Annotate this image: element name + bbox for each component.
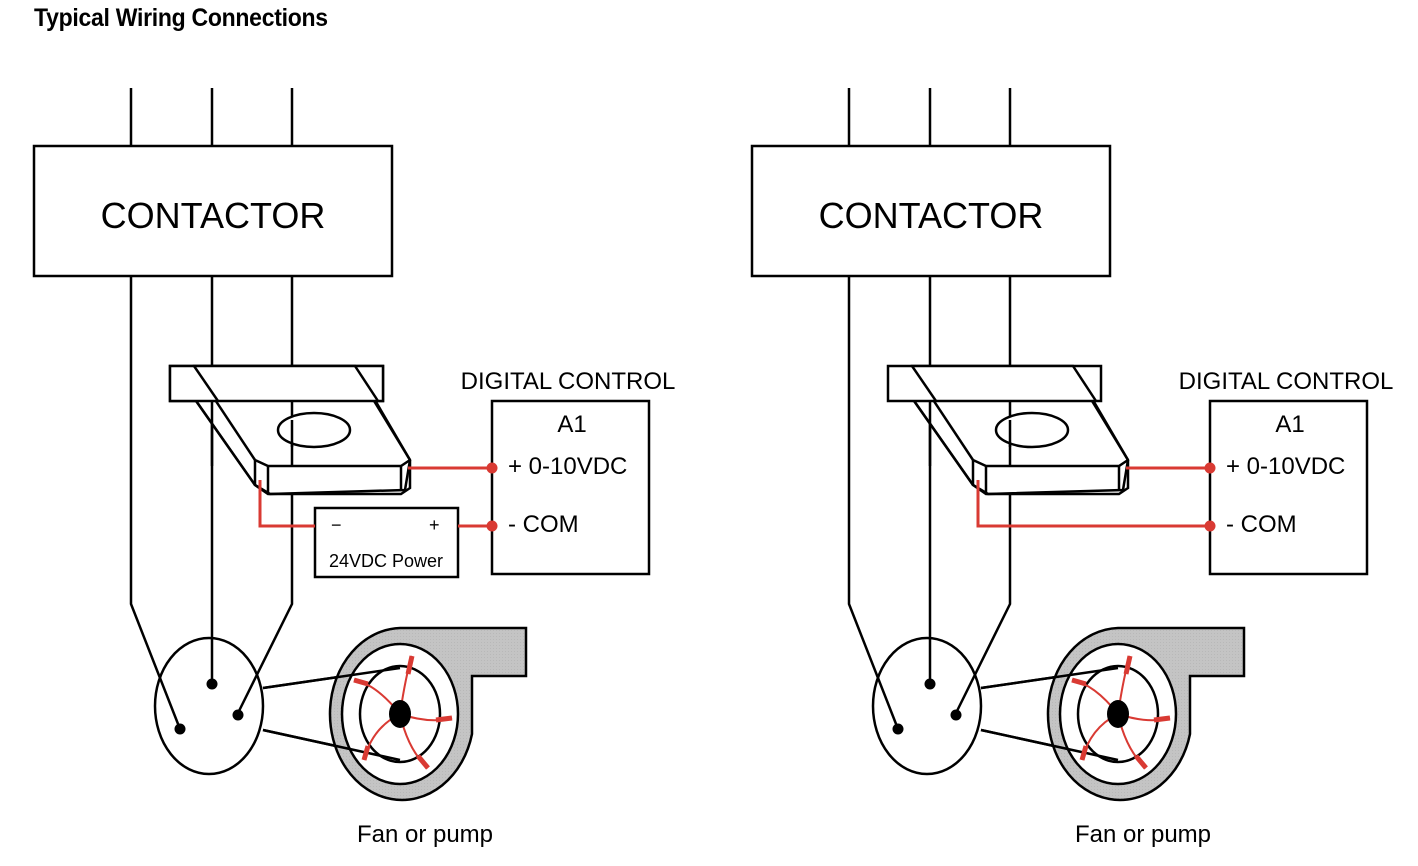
current-sensor: [168, 364, 412, 496]
contactor-label: CONTACTOR: [101, 195, 326, 236]
terminal-com-dot: [486, 520, 498, 532]
signal-wires: [258, 466, 492, 528]
terminal-com-label: - COM: [508, 511, 579, 538]
terminal-plus-dot: [1204, 462, 1216, 474]
digital-control-box: [1208, 399, 1369, 576]
digital-control-title: DIGITAL CONTROL: [1179, 368, 1394, 395]
sensor-aperture: [994, 411, 1070, 449]
fan-icon: [980, 626, 1246, 802]
motor: [871, 636, 983, 776]
terminal-plus-label: + 0-10VDC: [1226, 453, 1345, 480]
supply-lines: [129, 88, 294, 146]
digital-control-title: DIGITAL CONTROL: [461, 368, 676, 395]
power-plus: +: [429, 515, 440, 535]
page-title: Typical Wiring Connections: [34, 4, 328, 32]
power-label: 24VDC Power: [329, 551, 443, 571]
fan-icon: [262, 626, 528, 802]
current-sensor: [886, 364, 1130, 496]
contactor-label: CONTACTOR: [819, 195, 1044, 236]
contactor-box: [750, 144, 1112, 278]
sensor-aperture: [276, 411, 352, 449]
load-label: Fan or pump: [357, 821, 493, 848]
signal-wires: [976, 466, 1210, 528]
terminal-plus-dot: [486, 462, 498, 474]
control-id: A1: [1275, 411, 1304, 438]
diagram-2: CONTACTOR DIGITAL CONTROL A1 + 0-1: [750, 88, 1394, 848]
terminal-com-dot: [1204, 520, 1216, 532]
load-lines: [847, 276, 1012, 730]
power-minus: −: [331, 515, 342, 535]
supply-lines: [847, 88, 1012, 146]
power-supply: − + 24VDC Power: [313, 506, 460, 579]
load-lines: [129, 276, 294, 730]
motor: [153, 636, 265, 776]
diagram-1: CONTACTOR DIGITAL CONTROL: [32, 88, 676, 848]
control-id: A1: [557, 411, 586, 438]
load-label: Fan or pump: [1075, 821, 1211, 848]
digital-control-box: [490, 399, 651, 576]
terminal-com-label: - COM: [1226, 511, 1297, 538]
terminal-plus-label: + 0-10VDC: [508, 453, 627, 480]
